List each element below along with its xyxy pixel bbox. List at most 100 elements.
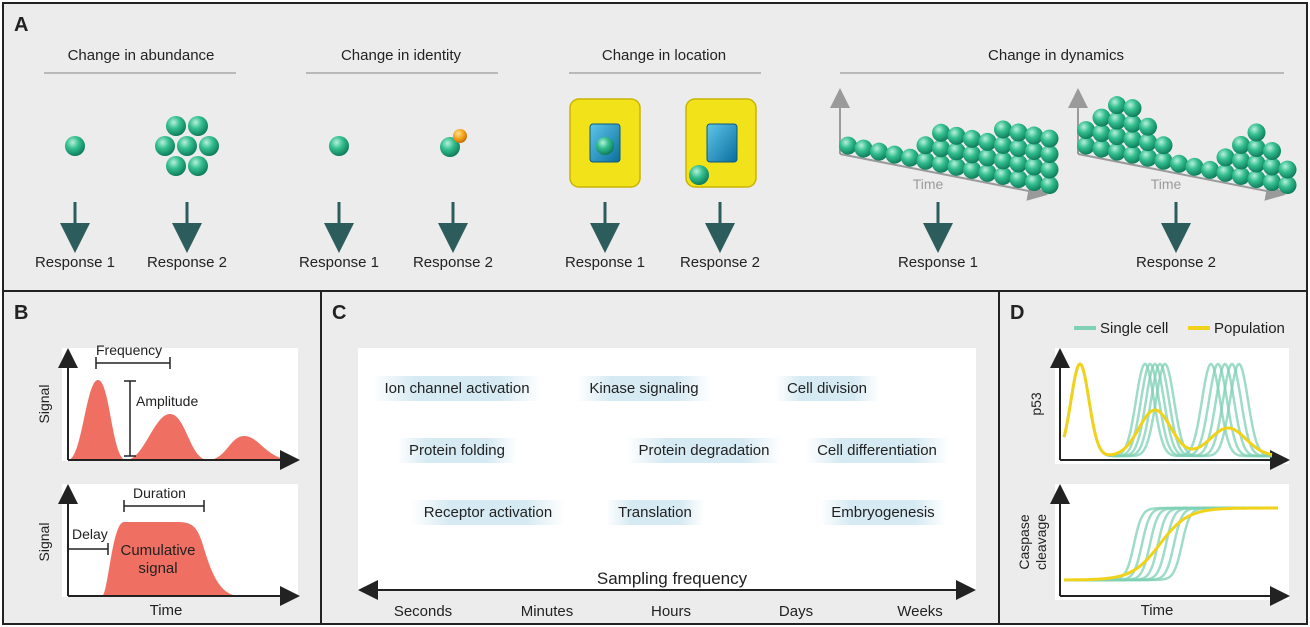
molecule-icon [901, 148, 919, 167]
molecule-icon [1025, 142, 1043, 161]
molecule-icon [1040, 145, 1059, 164]
panel-d-graphics [1050, 348, 1290, 606]
molecule-icon [1170, 154, 1188, 173]
molecule-icon [1108, 142, 1126, 161]
molecule-icon [1154, 136, 1173, 155]
process-label: Embryogenesis [819, 500, 947, 525]
time-xlabel: Time [1140, 602, 1174, 619]
response-label: Response 1 [897, 254, 979, 271]
molecule-icon [978, 132, 997, 151]
molecule-icon [1185, 157, 1204, 176]
signal-ylabel-bottom: Signal [36, 522, 52, 562]
panel-a-graphics [60, 88, 1297, 253]
molecule-icon [1077, 121, 1095, 140]
molecule-icon [1201, 160, 1219, 179]
process-label: Translation [606, 500, 704, 525]
molecule-icon [916, 151, 935, 170]
process-label: Ion channel activation [372, 376, 542, 401]
frequency-label: Frequency [96, 342, 163, 358]
cumulative-label: Cumulative [120, 542, 196, 559]
molecule-icon [1040, 129, 1059, 148]
molecule-icon [1139, 117, 1157, 136]
legend-population: Population [1214, 320, 1285, 337]
cell-nuclear-icon [569, 98, 641, 188]
single-cell-trace [1064, 506, 1278, 582]
molecule-icon [994, 151, 1012, 170]
molecule-icon [1092, 108, 1111, 127]
molecule-icon [1139, 148, 1157, 167]
molecule-icon [947, 157, 966, 176]
molecule-icon [978, 148, 997, 167]
caspase-ylabel: cleavage [1033, 513, 1049, 571]
divider-abundance [44, 72, 236, 74]
amplitude-bracket [124, 380, 136, 457]
dynamics-cells-sustained [839, 120, 1059, 195]
modified-molecule-icon [440, 129, 467, 157]
timescale-label: Days [778, 603, 814, 620]
time-xlabel: Time [149, 602, 183, 619]
molecule-icon [1025, 157, 1043, 176]
response-label: Response 1 [564, 254, 646, 271]
molecule-icon [1123, 114, 1142, 133]
molecule-icon [963, 160, 981, 179]
molecule-icon [1092, 124, 1111, 143]
single-cell-trace [1064, 506, 1278, 582]
time-axis-label: Time [912, 176, 944, 192]
single-cell-trace [1064, 506, 1278, 582]
molecule-icon [1139, 133, 1157, 152]
caspase-population-trace [1064, 506, 1278, 582]
process-label: Protein folding [397, 438, 517, 463]
molecule-icon [1263, 142, 1281, 161]
process-label: Protein degradation [626, 438, 782, 463]
legend-single-cell: Single cell [1100, 320, 1169, 337]
molecule-icon [1247, 154, 1266, 173]
delay-label: Delay [72, 526, 108, 542]
molecule-icon [1232, 151, 1250, 170]
molecule-icon [885, 145, 904, 164]
response-label: Response 1 [298, 254, 380, 271]
molecule-icon [994, 120, 1012, 139]
panel-b-label: B [14, 302, 29, 324]
group-title-identity: Change in identity [340, 47, 462, 64]
timescale-label: Weeks [897, 603, 943, 620]
molecule-icon [1025, 126, 1043, 145]
panel-b: B [2, 290, 322, 625]
process-label: Cell division [774, 376, 880, 401]
molecule-icon [1247, 123, 1266, 142]
panel-d: D Single cell Population p53 Caspase cle… [998, 290, 1308, 625]
molecule-icon [1040, 160, 1059, 179]
delay-bracket [68, 543, 109, 555]
molecule-icon [1263, 157, 1281, 176]
duration-label: Duration [133, 485, 186, 501]
molecule-icon [994, 135, 1012, 154]
frequency-bracket [95, 357, 171, 369]
panel-c-label: C [332, 302, 347, 324]
molecule-icon [963, 145, 981, 164]
molecule-icon [1278, 160, 1297, 179]
panel-d-label: D [1010, 302, 1025, 324]
molecule-icon [1263, 173, 1281, 192]
cell-cytoplasmic-icon [685, 98, 757, 188]
duration-bracket [123, 500, 205, 512]
response-label: Response 2 [1135, 254, 1217, 271]
process-label: Kinase signaling [577, 376, 711, 401]
molecule-icon [932, 139, 950, 158]
molecule-icon [1108, 127, 1126, 146]
timescale-label: Hours [650, 603, 692, 620]
signal-ylabel-top: Signal [36, 384, 52, 424]
molecule-icon [916, 136, 935, 155]
panel-a-label: A [14, 14, 29, 36]
single-cell-trace [1064, 506, 1278, 582]
molecule-icon [1009, 139, 1028, 157]
molecule-icon [1278, 176, 1297, 195]
response-label: Response 2 [679, 254, 761, 271]
panel-c: C Ion channel activation Kinase signalin… [320, 290, 1000, 625]
sampling-axis [358, 580, 976, 600]
panel-a: A [2, 2, 1308, 292]
legend-swatches [1074, 326, 1210, 330]
molecule-icon [1040, 176, 1059, 195]
molecule-icon [1108, 111, 1126, 130]
amplitude-label: Amplitude [136, 393, 199, 409]
dynamics-cells-pulsed [1077, 96, 1297, 195]
